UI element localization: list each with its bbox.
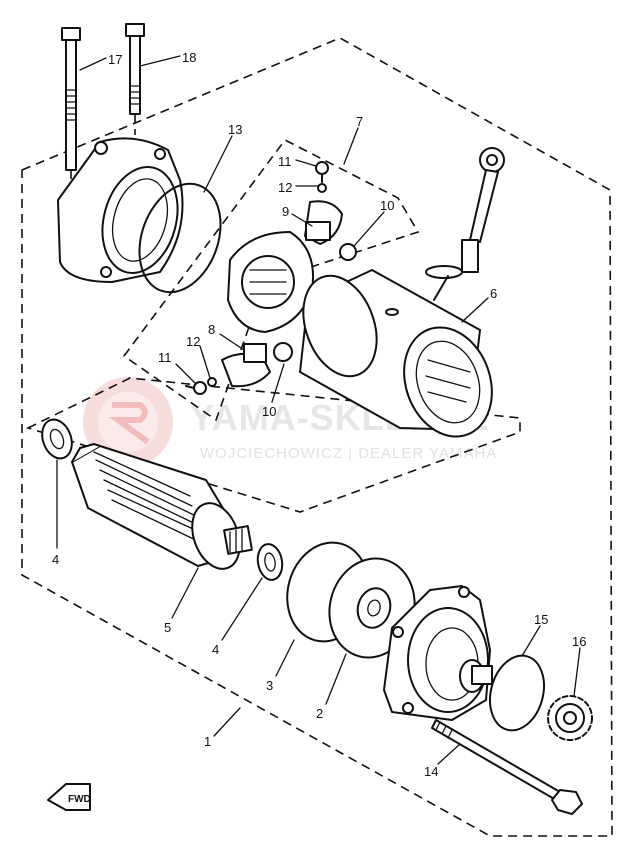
callout-5: 5 — [164, 620, 171, 635]
callout-10-upper: 10 — [380, 198, 394, 213]
o-ring-15 — [489, 654, 545, 732]
callout-9: 9 — [282, 204, 289, 219]
assembly-1-outline — [21, 37, 613, 837]
callout-2: 2 — [316, 706, 323, 721]
yoke-housing-6 — [299, 269, 493, 438]
through-bolt-14 — [431, 719, 583, 815]
callout-4-left: 4 — [52, 552, 59, 567]
armature-subgroup-outline — [25, 377, 521, 513]
callout-1: 1 — [204, 734, 211, 749]
brush-plate — [227, 231, 314, 333]
brush-holder-lower — [221, 343, 271, 388]
watermark-logo — [83, 377, 173, 467]
callout-12-upper: 12 — [278, 180, 292, 195]
callout-6: 6 — [490, 286, 497, 301]
fwd-direction-marker: FWD — [47, 783, 91, 811]
callout-12-lower: 12 — [186, 334, 200, 349]
spring-10-upper — [339, 243, 357, 261]
callout-18: 18 — [182, 50, 196, 65]
sprocket-gear-16 — [547, 695, 593, 741]
callout-7: 7 — [356, 114, 363, 129]
callout-3: 3 — [266, 678, 273, 693]
brush-holder-upper — [304, 200, 343, 245]
brush-assembly-7-outline — [122, 138, 420, 422]
watermark-subtitle: WOJCIECHOWICZ | DEALER YAMAHA — [200, 445, 497, 462]
spring-10-lower — [273, 342, 293, 362]
callout-4-right: 4 — [212, 642, 219, 657]
callout-8: 8 — [208, 322, 215, 337]
callout-13: 13 — [228, 122, 242, 137]
callout-17: 17 — [108, 52, 122, 67]
callout-11-lower: 11 — [158, 350, 172, 365]
lead-wire-terminal — [425, 147, 505, 301]
callout-11-upper: 11 — [278, 154, 292, 169]
leader-lines — [56, 55, 581, 765]
o-ring-13 — [138, 182, 222, 294]
callout-14: 14 — [424, 764, 438, 779]
rear-end-cover — [57, 137, 184, 283]
thrust-washer-4-left — [41, 418, 73, 460]
screw-11-lower — [185, 381, 207, 395]
armature-5 — [71, 443, 253, 570]
thrust-washer-4-right — [256, 543, 284, 581]
front-end-cover — [383, 585, 493, 721]
callout-numbers: 17 18 13 7 11 12 9 10 6 8 12 11 10 4 5 4… — [52, 50, 586, 779]
fwd-label: FWD — [68, 794, 91, 805]
washer-12-lower — [207, 377, 217, 387]
callout-16: 16 — [572, 634, 586, 649]
washer-12-upper — [317, 183, 327, 193]
screw-11-upper — [315, 161, 329, 183]
callout-15: 15 — [534, 612, 548, 627]
callout-10-lower: 10 — [262, 404, 276, 419]
long-bolt-17 — [61, 27, 81, 195]
long-bolt-18 — [125, 23, 145, 135]
